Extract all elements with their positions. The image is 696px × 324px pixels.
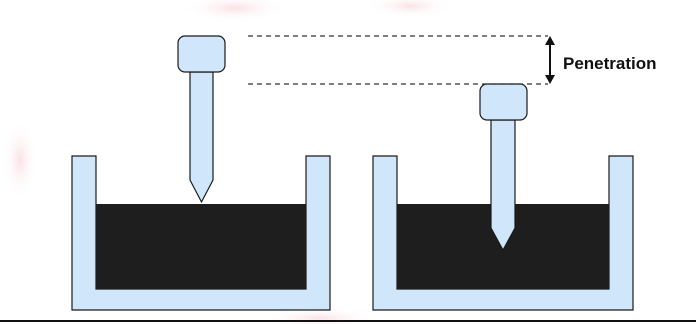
left-sample — [96, 204, 306, 289]
left-needle-shaft — [189, 71, 214, 204]
penetration-arrow — [545, 36, 555, 84]
right-cup-wall — [372, 155, 634, 311]
right-needle — [479, 83, 528, 252]
left-needle-head — [177, 35, 226, 73]
arrow-up-head — [545, 36, 555, 45]
right-needle-shaft — [490, 119, 516, 252]
arrow-down-head — [545, 75, 555, 84]
right-needle-head — [479, 83, 528, 121]
left-cup-wall — [71, 155, 331, 311]
penetration-label: Penetration — [563, 54, 657, 73]
left-container — [71, 155, 331, 311]
left-needle — [177, 35, 226, 204]
reference-lines — [248, 35, 548, 85]
